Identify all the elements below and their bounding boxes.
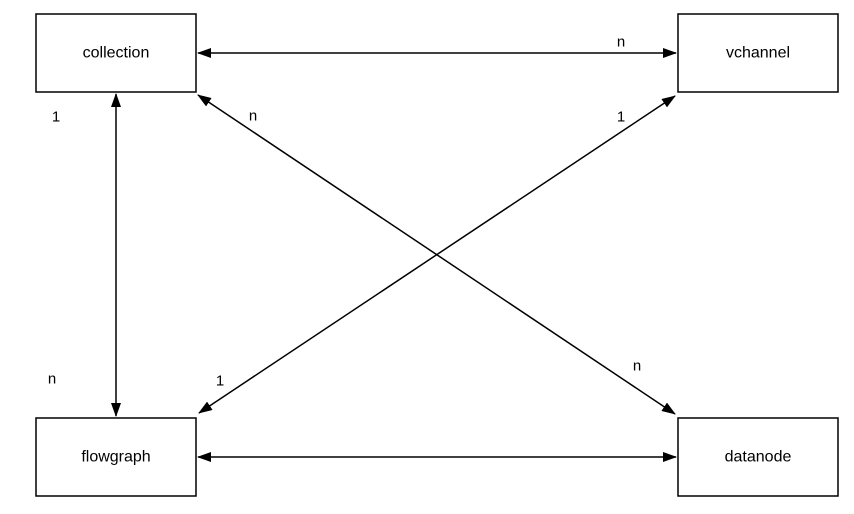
node-label-flowgraph: flowgraph	[81, 449, 150, 466]
node-collection	[35, 13, 197, 93]
edge-flowgraph-vchannel	[198, 95, 676, 414]
edge-label-flowgraph-vchannel-0: 1	[216, 373, 224, 390]
edge-label-collection-flowgraph-1: n	[48, 371, 56, 388]
node-vchannel	[677, 13, 839, 93]
edge-label-collection-datanode-1: n	[633, 358, 641, 375]
edge-label-collection-datanode-0: n	[249, 108, 257, 125]
edge-label-flowgraph-vchannel-1: 1	[617, 109, 625, 126]
edge-label-collection-flowgraph-0: 1	[52, 109, 60, 126]
node-datanode	[677, 417, 839, 497]
node-label-vchannel: vchannel	[726, 45, 790, 62]
nodes-layer: collection vchannel flowgraph datanode	[35, 13, 839, 497]
edges-layer: n 1 n n n 1 1	[48, 34, 677, 462]
node-label-datanode: datanode	[725, 449, 792, 466]
node-label-collection: collection	[83, 45, 150, 62]
node-flowgraph	[35, 417, 197, 497]
edge-label-collection-vchannel-0: n	[617, 34, 625, 51]
